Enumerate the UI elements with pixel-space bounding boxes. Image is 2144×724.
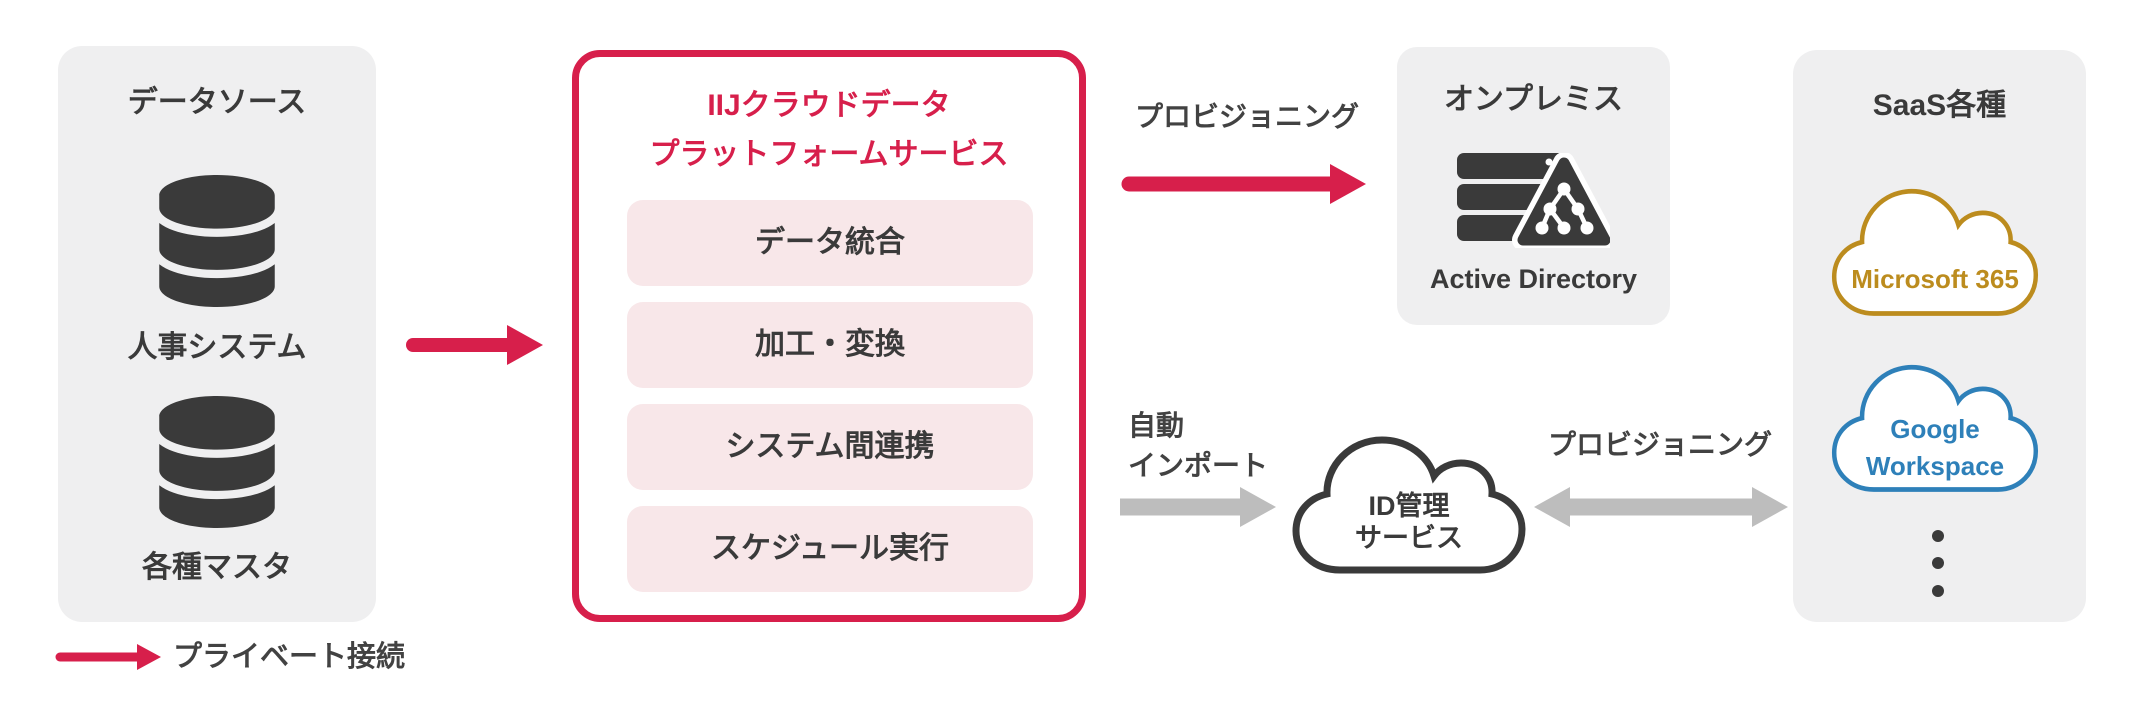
platform-title-line2: プラットフォームサービス xyxy=(649,138,1009,171)
arrow-idcloud-saas-bidirectional xyxy=(1534,487,1788,527)
cloud-icon xyxy=(1831,364,2039,492)
microsoft365-label: Microsoft 365 xyxy=(1851,264,2019,294)
auto-import-label-line1: 自動 xyxy=(1128,410,1185,441)
feature-data-integration: データ統合 xyxy=(627,200,1033,286)
google-workspace-cloud: Google Workspace xyxy=(1827,356,2043,497)
id-management-cloud: ID管理 サービス xyxy=(1288,428,1530,578)
provisioning-top-label: プロビジョニング xyxy=(1134,101,1359,132)
database-icon xyxy=(159,396,275,528)
platform-panel: IIJクラウドデータ プラットフォームサービス データ統合 加工・変換 システム… xyxy=(572,50,1086,622)
active-directory-icon xyxy=(1457,152,1616,251)
google-workspace-label-line2: Workspace xyxy=(1865,451,2005,481)
microsoft365-cloud: Microsoft 365 xyxy=(1827,180,2043,321)
saas-panel: SaaS各種 Microsoft 365 Google Workspace xyxy=(1793,50,2086,622)
vertical-ellipsis-icon xyxy=(1932,557,1944,569)
auto-import-label: 自動 インポート xyxy=(1128,406,1268,486)
datasource-panel-title: データソース xyxy=(127,86,307,119)
id-management-label: ID管理 サービス xyxy=(1288,490,1530,554)
saas-panel-title: SaaS各種 xyxy=(1872,89,2007,122)
vertical-ellipsis-icon xyxy=(1932,585,1944,597)
cloud-icon xyxy=(1292,436,1526,574)
provisioning-bottom-label: プロビジョニング xyxy=(1547,429,1772,460)
legend-private-connection-arrow xyxy=(55,644,161,670)
id-management-label-line1: ID管理 xyxy=(1368,491,1450,521)
arrow-datasource-to-platform xyxy=(406,325,543,365)
arrow-platform-to-idcloud xyxy=(1120,487,1276,527)
datasource-panel: データソース 人事システム 各種マスタ xyxy=(58,46,376,622)
platform-title: IIJクラウドデータ プラットフォームサービス xyxy=(579,81,1079,179)
feature-transform: 加工・変換 xyxy=(627,302,1033,388)
onprem-panel-title: オンプレミス xyxy=(1443,83,1624,116)
active-directory-label: Active Directory xyxy=(1429,264,1638,294)
google-workspace-label-line1: Google xyxy=(1890,414,1980,444)
master-data-label: 各種マスタ xyxy=(142,551,292,584)
google-workspace-label: Google Workspace xyxy=(1827,411,2043,485)
feature-system-link: システム間連携 xyxy=(627,404,1033,490)
hr-system-label: 人事システム xyxy=(127,331,307,364)
auto-import-label-line2: インポート xyxy=(1128,450,1269,481)
vertical-ellipsis-icon xyxy=(1932,530,1944,542)
id-management-label-line2: サービス xyxy=(1355,523,1463,553)
legend-private-connection-label: プライベート接続 xyxy=(173,641,406,673)
platform-title-line1: IIJクラウドデータ xyxy=(707,89,951,122)
onprem-panel: オンプレミス xyxy=(1397,47,1670,325)
arrow-platform-to-onprem xyxy=(1121,164,1366,204)
feature-schedule: スケジュール実行 xyxy=(627,506,1033,592)
cloud-icon xyxy=(1831,188,2039,316)
database-icon xyxy=(159,175,275,307)
